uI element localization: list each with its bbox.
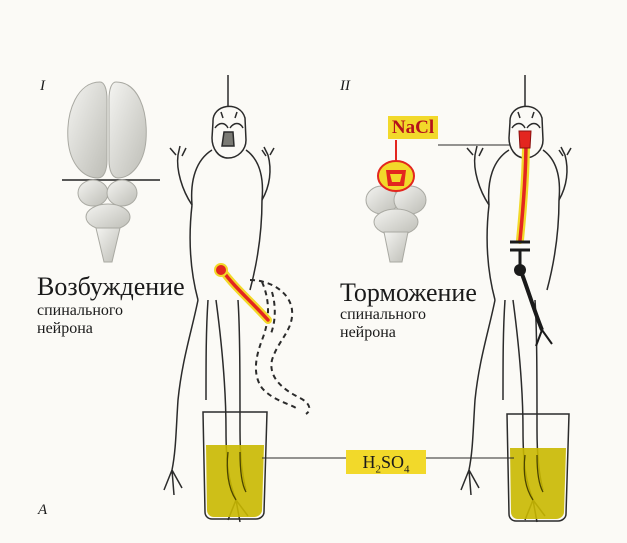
- left-frog: [163, 75, 275, 523]
- excitation-title: Возбуждение: [37, 272, 185, 301]
- excitation-subtitle-2: нейрона: [37, 320, 93, 337]
- inhibition-subtitle-2: нейрона: [340, 324, 396, 341]
- left-withdrawn-leg: [249, 279, 311, 415]
- left-brain-illustration: [62, 81, 160, 263]
- excitation-subtitle-1: спинального: [37, 302, 124, 319]
- inhibition-subtitle-1: спинального: [340, 306, 427, 323]
- acid-part-2: 2: [375, 463, 381, 476]
- left-reflex-arc: [214, 263, 272, 324]
- right-acid-beaker: [506, 413, 570, 522]
- right-brain-illustration: [365, 140, 427, 263]
- acid-part-h: H: [362, 452, 376, 472]
- acid-part-4: 4: [404, 463, 410, 476]
- figure-letter: А: [38, 502, 48, 518]
- left-acid-beaker: [202, 411, 268, 520]
- nacl-label: NaCl: [388, 116, 438, 139]
- acid-part-so: SO: [380, 452, 404, 472]
- panel-ii-label: II: [340, 78, 350, 94]
- h2so4-label: H2SO4: [346, 450, 426, 476]
- panel-i-label: I: [40, 78, 45, 94]
- inhibition-title: Торможение: [340, 278, 477, 307]
- right-spinal-pathway: [510, 130, 553, 347]
